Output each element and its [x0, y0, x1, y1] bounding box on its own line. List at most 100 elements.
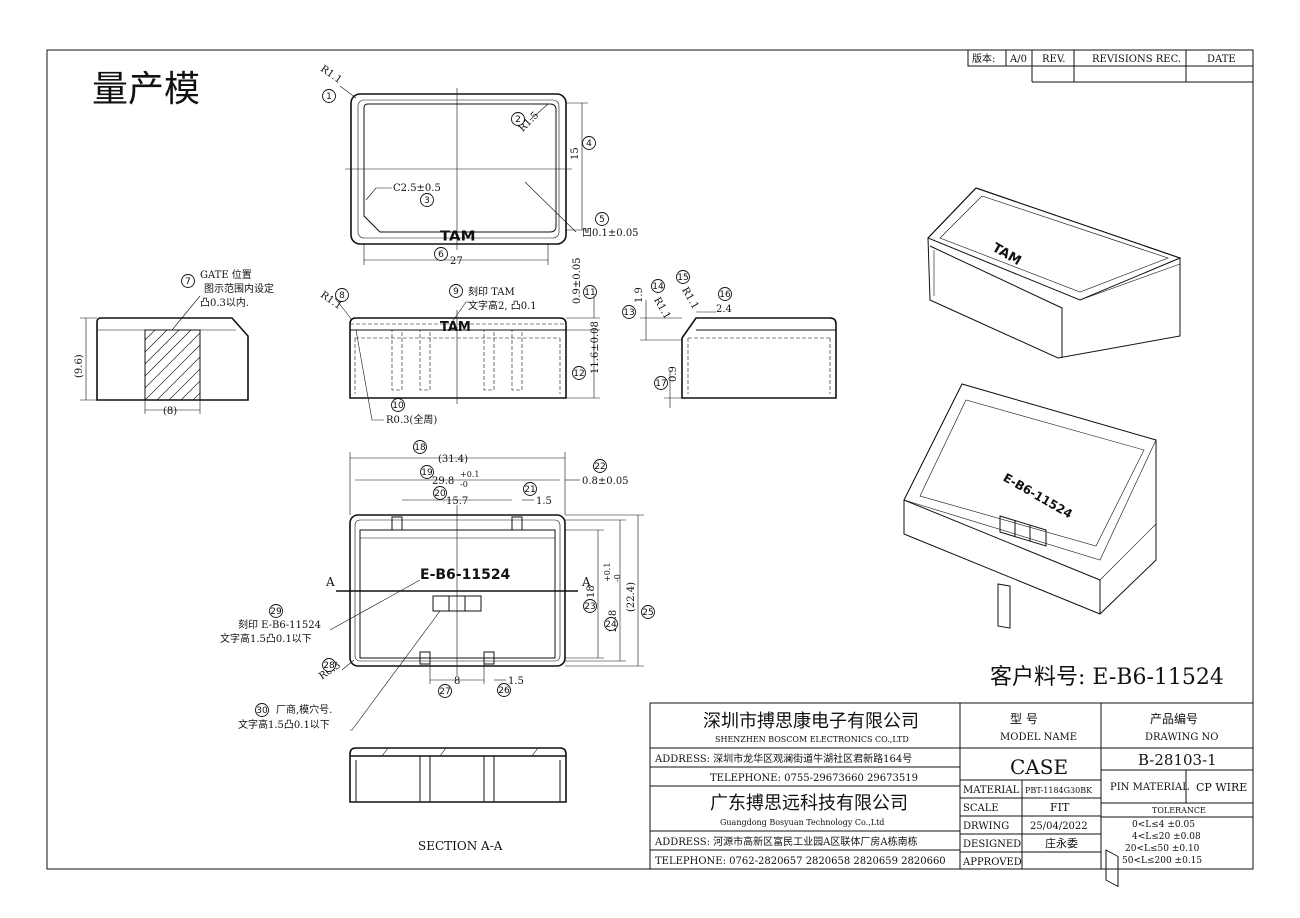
callout-number: 29 [270, 607, 282, 617]
callout-number: 24 [605, 620, 617, 630]
bottom-dim8: 8 [454, 676, 460, 687]
callout-circle [511, 112, 525, 126]
bottom-vendor-2: 文字高1.5凸0.1以下 [238, 718, 330, 731]
section-view: SECTION A-A [349, 747, 567, 853]
callout-circle [255, 703, 269, 717]
callout-circle [269, 604, 283, 618]
date-label: DATE [1207, 54, 1236, 65]
section-label: SECTION A-A [418, 839, 503, 853]
drawing-date-value: 25/04/2022 [1030, 821, 1088, 832]
gate-dim96: (9.6) [74, 354, 85, 378]
bottom-dim15b: 1.5 [508, 676, 524, 687]
callout-number: 22 [594, 462, 605, 472]
company2-name: 广东搏思远科技有限公司 [710, 793, 908, 814]
rev-label: REV. [1042, 54, 1065, 65]
callout-number: 18 [414, 443, 426, 453]
tolerance-label: TOLERANCE [1152, 806, 1206, 815]
callout-number: 6 [438, 250, 444, 260]
company1-name: 深圳市搏思康电子有限公司 [703, 711, 919, 732]
title-block: 深圳市搏思康电子有限公司 SHENZHEN BOSCOM ELECTRONICS… [649, 702, 1254, 870]
gate-label-3: 凸0.3以内. [200, 296, 249, 309]
callout-number: 30 [256, 706, 268, 716]
top-view: TAM R1.1 R1.5 C2.5±0.5 15 27 凹0.1±0.05 [318, 64, 638, 267]
designed-label: DESIGNED [963, 839, 1021, 850]
section-mark-a-right: A [581, 575, 591, 589]
callout-circle [391, 398, 405, 412]
callout-circle [604, 617, 618, 631]
side-r11a: R1.1 [651, 296, 672, 322]
callout-number: 21 [524, 485, 535, 495]
callout-circle [582, 136, 596, 150]
callout-circle [420, 193, 434, 207]
tolerance-row: 0<L≤4 ±0.05 [1132, 820, 1195, 830]
callout-circle [595, 212, 609, 226]
company2-address: ADDRESS: 河源市高新区富民工业园A区联体厂房A栋南栋 [654, 835, 918, 848]
customer-part-number: 客户料号: E-B6-11524 [990, 665, 1224, 690]
bottom-dim298-tol-dn: -0 [460, 480, 468, 489]
callout-number: 8 [339, 291, 345, 301]
gate-view: GATE 位置 图示范围内设定 凸0.3以内. (9.6) (8) [74, 268, 274, 417]
top-dim27: 27 [450, 256, 463, 267]
revisions-label: REVISIONS REC. [1092, 54, 1181, 65]
bottom-engrave-2: 文字高1.5凸0.1以下 [220, 632, 312, 645]
drawing-label-en: DRAWING NO [1145, 732, 1218, 743]
iso-part-no: E-B6-11524 [1001, 470, 1075, 521]
top-recess: 凹0.1±0.05 [582, 228, 639, 239]
model-value: CASE [1010, 755, 1068, 779]
drawing-title: 量产模 [92, 69, 200, 110]
section-mark-a-left: A [325, 575, 335, 589]
front-engrave-2: 文字高2, 凸0.1 [468, 299, 537, 312]
scale-value: FIT [1050, 801, 1070, 814]
callout-circle [322, 658, 336, 672]
side-r11b: R1.1 [679, 286, 700, 312]
callout-circle [181, 274, 195, 288]
callout-number: 28 [323, 661, 335, 671]
bottom-dim224: (22.4) [626, 582, 637, 612]
drawing-label-cn: 产品编号 [1150, 711, 1198, 726]
front-engrave-1: 刻印 TAM [468, 285, 515, 298]
iso-view-bottom: E-B6-11524 [903, 383, 1157, 888]
tolerance-row: 4<L≤20 ±0.08 [1132, 832, 1201, 842]
callout-number: 15 [677, 273, 688, 283]
callout-number: 27 [439, 687, 450, 697]
top-emboss: TAM [440, 229, 476, 244]
callout-number: 20 [434, 489, 446, 499]
top-r11: R1.1 [318, 64, 344, 86]
side-dim24: 2.4 [716, 304, 732, 315]
callout-number: 1 [326, 92, 332, 102]
callout-number: 9 [453, 287, 459, 297]
bottom-dim298-tol-up: +0.1 [460, 470, 479, 479]
callout-circle [413, 440, 427, 454]
bottom-dim15: 1.5 [536, 496, 552, 507]
version-label: 版本: [972, 52, 995, 65]
company2-telephone: TELEPHONE: 0762-2820657 2820658 2820659 … [655, 856, 946, 867]
callout-number: 12 [573, 369, 584, 379]
side-dim09: 0.9 [668, 366, 679, 382]
callout-circle [583, 599, 597, 613]
callout-circle [322, 89, 336, 103]
side-detail: 1.9 R1.1 R1.1 2.4 0.9 [634, 286, 837, 408]
callout-number: 4 [586, 139, 592, 149]
front-tam: TAM [440, 320, 471, 335]
gate-dim8: (8) [163, 406, 177, 417]
revision-block: 版本: A/0 REV. REVISIONS REC. DATE [967, 49, 1254, 83]
model-label-en: MODEL NAME [1000, 732, 1077, 743]
callout-number: 16 [719, 290, 731, 300]
callout-circle [523, 482, 537, 496]
top-dim15: 15 [570, 147, 581, 160]
front-r03: R0.3(全周) [386, 413, 437, 426]
bottom-vendor-1: 厂商,模穴号. [276, 703, 332, 716]
bottom-dim314: (31.4) [438, 454, 468, 465]
material-value: PBT-1184G30BK [1025, 786, 1093, 795]
callout-number: 5 [599, 215, 605, 225]
callout-circle [434, 247, 448, 261]
version-value: A/0 [1009, 54, 1027, 65]
callout-circle [641, 605, 655, 619]
callout-circle [449, 284, 463, 298]
callout-number: 10 [392, 401, 404, 411]
callout-circle [718, 287, 732, 301]
callout-circle [497, 683, 511, 697]
